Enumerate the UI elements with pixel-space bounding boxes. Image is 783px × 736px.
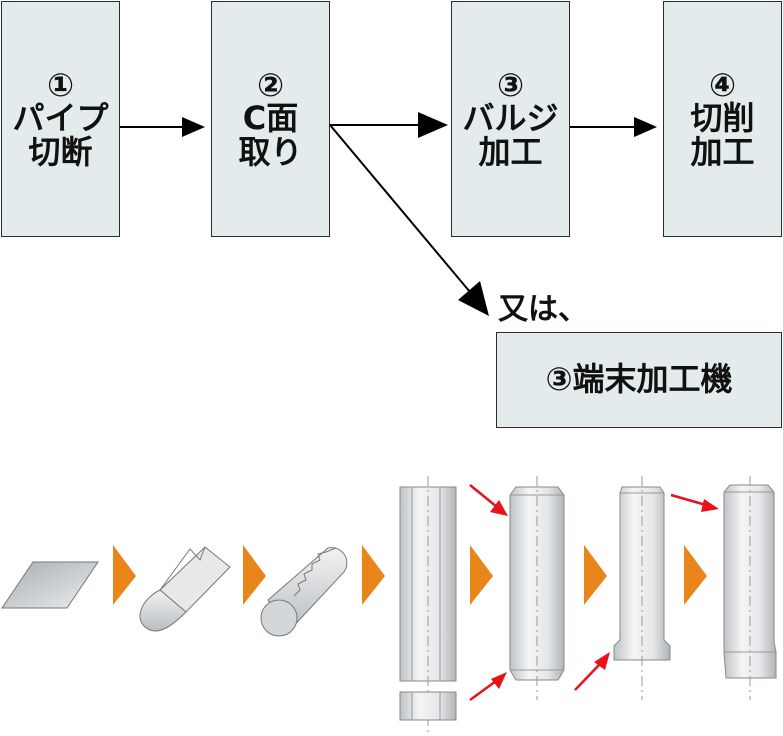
short-tube-piece-shape (399, 691, 457, 721)
red-arrow-chamfer-top-line (469, 484, 498, 508)
step-4-label-line2: 加工 (690, 132, 755, 171)
stage-arrow-6 (684, 545, 707, 605)
red-arrow-chamfer-bottom-line (469, 679, 497, 702)
flow-connectors (120, 112, 657, 316)
connector-2-alt-line (329, 124, 471, 293)
stage-arrow-4 (470, 545, 493, 605)
step-2-label-line1: C面 (242, 99, 299, 138)
seamed-tube-shape (260, 547, 348, 637)
step-3-number: ③ (496, 65, 525, 104)
connector-1-2-head (182, 117, 205, 137)
connector-3-4-head (634, 117, 657, 137)
cut-plate-shape (1, 561, 99, 609)
step-2-number: ② (256, 65, 285, 104)
connector-2-alt-head (458, 281, 489, 316)
red-arrow-bulge-line (574, 663, 601, 691)
stage-arrow-2 (243, 545, 266, 605)
step-1-label-line2: 切断 (28, 132, 93, 171)
rolled-sheet-shape (139, 546, 231, 632)
step-4-number: ④ (708, 65, 737, 104)
red-arrow-bulge-head (594, 652, 610, 670)
red-arrow-machined-line (670, 493, 707, 507)
red-arrow-chamfer-top-head (490, 500, 508, 516)
step-4-box: ④ 切削 加工 (663, 1, 782, 237)
step-2-label-line2: 取り (238, 132, 303, 171)
stage-arrow-3 (362, 545, 385, 605)
alternative-label: 又は、 (498, 292, 588, 327)
step-1-label-line1: パイプ (12, 99, 109, 138)
straight-tube-shape (399, 476, 457, 736)
step-1-number: ① (46, 65, 75, 104)
stage-arrow-1 (113, 545, 136, 605)
step-4-label-line1: 切削 (690, 99, 755, 138)
step-3-box: ③ バルジ 加工 (451, 1, 570, 237)
red-arrow-chamfer-bottom-head (491, 672, 507, 689)
bulged-tube-shape (613, 476, 671, 700)
red-arrow-machined-head (701, 499, 719, 512)
step-2-box: ② C面 取り (211, 1, 330, 237)
step-1-box: ① パイプ 切断 (1, 1, 120, 237)
stage-arrows (113, 545, 707, 605)
step-3-label-line1: バルジ (462, 99, 559, 138)
highlight-arrows (469, 484, 719, 702)
step-3-label-line2: 加工 (478, 132, 543, 171)
alternative-step-label: ③端末加工機 (545, 360, 733, 399)
stage-arrow-5 (584, 545, 607, 605)
connector-2-3-head (418, 112, 448, 138)
chamfered-tube-shape (509, 476, 565, 700)
machined-part-shape (723, 476, 777, 700)
alternative-step-box: ③端末加工機 (496, 332, 782, 428)
